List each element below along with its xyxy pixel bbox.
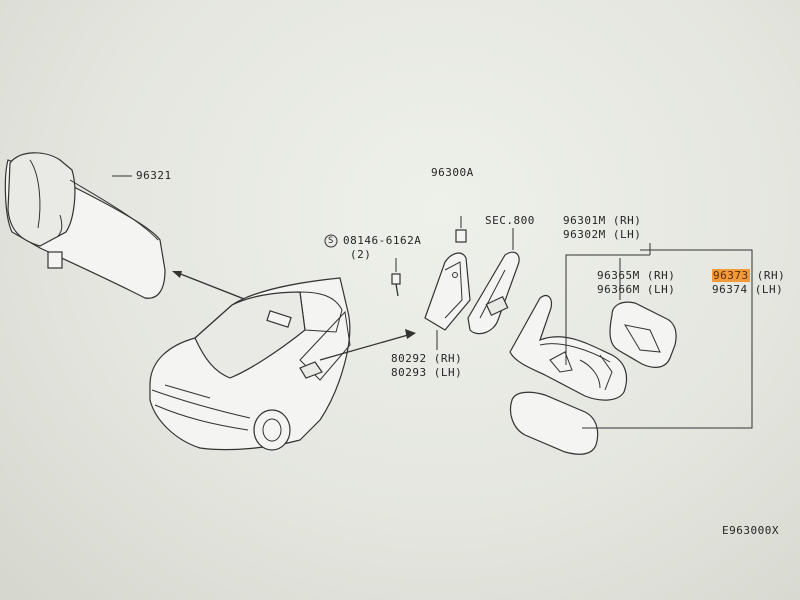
label-96321: 96321 xyxy=(136,169,172,182)
cap-illustration xyxy=(455,216,467,243)
mirror-cover-illustration xyxy=(509,391,599,455)
label-sec800: SEC.800 xyxy=(485,214,535,227)
rear-view-mirror-illustration xyxy=(4,152,166,299)
label-96365m-rh: 96365M (RH) xyxy=(597,269,676,282)
label-96301m-rh: 96301M (RH) xyxy=(563,214,642,227)
label-96374-lh: 96374 (LH) xyxy=(712,283,784,296)
screw-symbol-circle xyxy=(324,234,338,248)
label-96366m-lh: 96366M (LH) xyxy=(597,283,676,296)
bracket-96373 xyxy=(582,249,753,429)
car-illustration xyxy=(149,277,351,451)
arrow-to-corner-finisher xyxy=(319,334,409,361)
label-96373-rh: 96373 (RH) xyxy=(712,269,786,282)
bracket-96301m xyxy=(565,254,650,365)
label-screw-qty: (2) xyxy=(350,248,372,261)
door-mirror-base-illustration xyxy=(467,251,520,335)
corner-finisher-illustration xyxy=(424,252,471,331)
label-96302m-lh: 96302M (LH) xyxy=(563,228,642,241)
screw-illustration xyxy=(391,273,401,297)
arrow-head-rear-mirror xyxy=(172,271,182,278)
arrow-head-corner-finisher xyxy=(405,329,416,339)
mirror-glass-illustration xyxy=(609,301,677,368)
label-80292-rh: 80292 (RH) xyxy=(391,352,463,365)
mirror-housing-illustration xyxy=(509,295,628,401)
highlight-96373: 96373 xyxy=(712,269,750,282)
label-screw-symbol: S xyxy=(328,236,334,246)
label-80293-lh: 80293 (LH) xyxy=(391,366,463,379)
label-08146-6162a: 08146-6162A xyxy=(343,234,422,247)
label-96300a: 96300A xyxy=(431,166,474,179)
figure-code: E963000X xyxy=(722,524,779,537)
